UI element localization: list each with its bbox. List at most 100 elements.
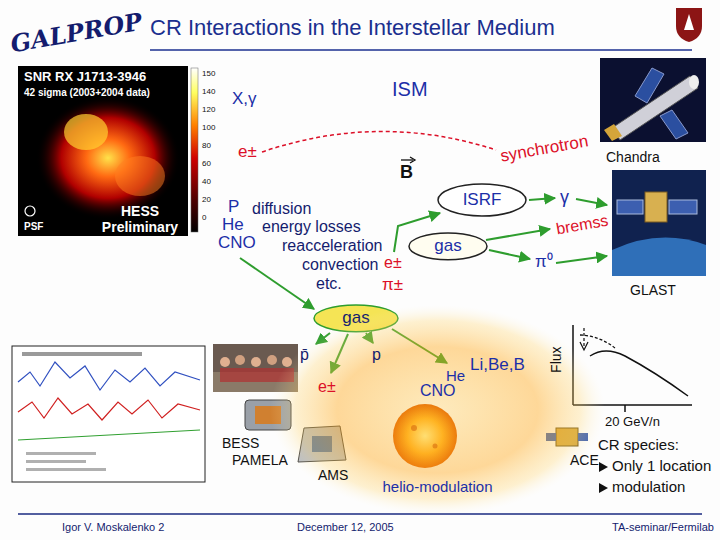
particle-label: π⁰ (535, 253, 553, 272)
particle-label: e± (238, 143, 257, 162)
process-label: convection (302, 256, 379, 274)
energy-tick (624, 405, 626, 412)
snr-hotspot (64, 114, 108, 150)
glast-photo (612, 170, 706, 276)
process-label: etc. (316, 275, 342, 293)
footer-text: TA-seminar/Fermilab (612, 521, 714, 533)
label-holder: e± (384, 254, 402, 272)
instrument-label: Chandra (606, 150, 660, 165)
label-holder: p̄ (300, 346, 309, 364)
label-holder: 60 (202, 160, 211, 169)
label-holder: Chandra (606, 150, 660, 165)
plot-caption (22, 352, 142, 356)
plot-curve (18, 362, 200, 390)
image-panel: SNR RX J1713-394642 sigma (2003+2004 dat… (18, 66, 188, 236)
plot-curve (18, 430, 200, 440)
solar-panel (660, 110, 688, 139)
region-label: ISM (392, 78, 428, 100)
label-holder: B (400, 163, 413, 183)
note-item: Only 1 location (612, 458, 711, 475)
footer-rule (18, 513, 702, 515)
solar-panel (617, 200, 643, 214)
slide-title: CR Interactions in the Interstellar Medi… (150, 16, 555, 40)
label-holder: energy losses (262, 218, 361, 236)
node-label: helio-modulation (382, 479, 492, 496)
node-label: gas (434, 237, 461, 256)
plot-legend (26, 460, 86, 463)
panel-watermark: HESS Preliminary (98, 204, 182, 235)
label-holder: π± (382, 276, 403, 295)
inset-plot (12, 346, 205, 482)
chandra-photo (600, 58, 706, 142)
snr-image (18, 66, 188, 236)
heliosphere-shape (270, 305, 605, 515)
label-holder: 120 (202, 106, 215, 115)
bullet (599, 483, 608, 493)
plot-legend (26, 468, 106, 471)
label-holder: 80 (202, 142, 211, 151)
label-holder: reacceleration (282, 237, 383, 255)
label-holder: Flux (549, 346, 564, 372)
label-holder: π⁰ (535, 253, 553, 272)
person (235, 355, 245, 365)
solar-panel (635, 68, 664, 103)
particle-label: p (372, 346, 381, 364)
flow-arrow (576, 199, 607, 205)
gas-ellipse: gas (408, 232, 488, 261)
person (220, 357, 230, 367)
glast-body (645, 192, 667, 222)
label-holder: e± (318, 378, 336, 396)
vector-arrow (401, 159, 413, 160)
panel-title: SNR RX J1713-3946 (24, 70, 182, 84)
particle-label: P (228, 198, 239, 217)
label-holder: CNO (218, 234, 256, 253)
label-holder: 140 (202, 88, 215, 97)
bullet (599, 462, 608, 472)
label-holder: CNO (420, 382, 456, 400)
label-holder: 150 (202, 70, 215, 79)
colorbar-tick: 150 (202, 70, 215, 79)
ellipse-shape (409, 233, 487, 260)
synchrotron-path (262, 131, 496, 152)
flow-arrow (529, 198, 555, 200)
label-holder: modulation (612, 479, 685, 496)
modulated-spectrum (590, 351, 688, 396)
label-holder: Only 1 location (612, 458, 711, 475)
chandra-aperture (689, 75, 699, 89)
label-holder: ISM (392, 78, 428, 100)
radiation-label: γ (560, 188, 569, 208)
plot-curve (18, 398, 200, 420)
particle-label: He (222, 216, 244, 235)
psf-label: PSF (24, 221, 43, 232)
process-label: diffusion (252, 200, 311, 218)
flow-arrow (556, 256, 607, 263)
label-holder: 20 (202, 196, 211, 205)
title-rule (150, 49, 692, 51)
modulation-arrow (583, 328, 584, 346)
earth-limb (612, 238, 706, 276)
colorbar-tick: 20 (202, 196, 211, 205)
label-holder: He (222, 216, 244, 235)
shield-tree (684, 14, 694, 30)
label-holder: 40 (202, 178, 211, 187)
snr-emission (36, 96, 180, 220)
person (251, 357, 261, 367)
radiation-label: X,γ (232, 90, 257, 109)
field-label: B (400, 163, 413, 183)
label-holder: AMS (318, 468, 348, 483)
instrument-label: AMS (318, 468, 348, 483)
process-label: energy losses (262, 218, 361, 236)
note-heading: CR species: (598, 437, 679, 454)
instrument-label: BESS (222, 436, 259, 451)
label-holder: X,γ (232, 90, 257, 109)
label-holder: P (228, 198, 239, 217)
note-item: modulation (612, 479, 685, 496)
colorbar-tick: 0 (202, 214, 206, 223)
ellipse-shape (438, 184, 526, 216)
colorbar-tick: 100 (202, 124, 215, 133)
label-holder: 100 (202, 124, 215, 133)
label-holder: CR species: (598, 437, 679, 454)
label-holder: PAMELA (232, 453, 288, 468)
particle-label: π± (382, 276, 403, 295)
